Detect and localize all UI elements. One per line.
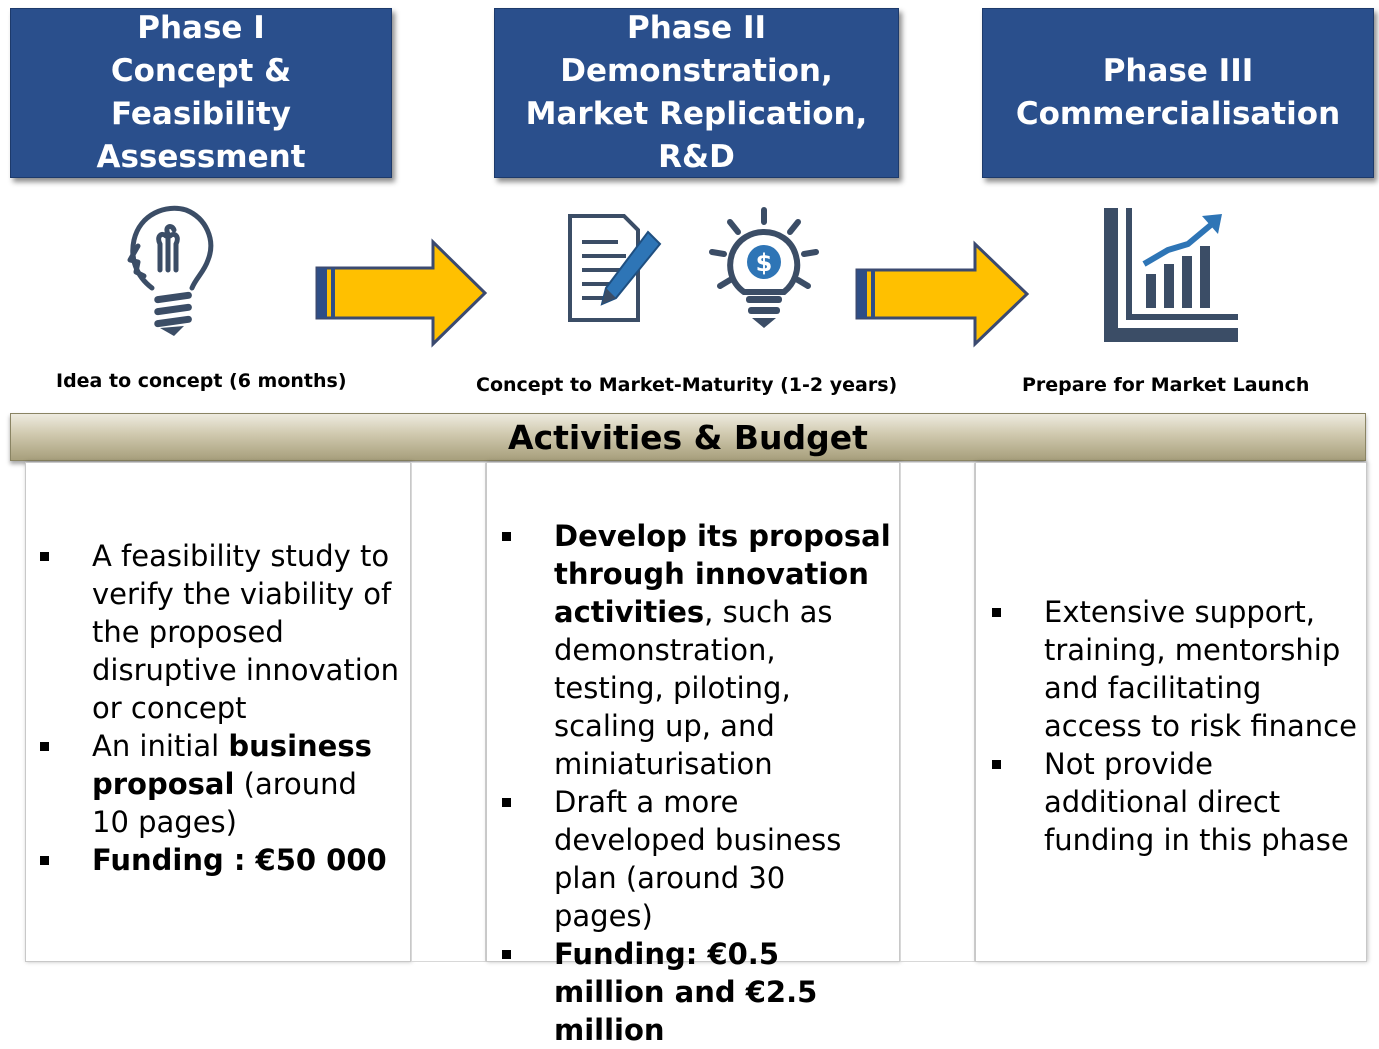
activity-text-bold: Funding : €50 000 (92, 843, 387, 877)
phase-3-header: Phase III Commercialisation (982, 8, 1374, 178)
bullet-square-icon (992, 608, 1001, 617)
activity-item: Funding : €50 000 (40, 841, 400, 879)
phase-title-line: Concept & (110, 53, 292, 89)
phase-2-activity-list: Develop its proposal through innovation … (502, 517, 892, 1049)
activity-text-bold: Develop its proposal through innovation … (554, 519, 891, 629)
column-spacer (411, 462, 486, 962)
right-arrow-icon (855, 240, 1030, 348)
phase-2-activities-panel (486, 462, 900, 962)
activity-text-bold: Funding: €0.5 million and €2.5 million (554, 937, 818, 1047)
phase-title-line: Phase II (626, 10, 767, 46)
svg-text:$: $ (756, 249, 773, 277)
activity-item: Develop its proposal through innovation … (502, 517, 892, 783)
document-pen-icon (568, 214, 662, 322)
phase-title-line: Phase III (1102, 53, 1254, 89)
activity-item: An initial business proposal (around 10 … (40, 727, 400, 841)
bullet-square-icon (502, 950, 511, 959)
activity-text: Draft a more developed business plan (ar… (554, 785, 842, 933)
lightbulb-head-icon (127, 205, 214, 336)
phase-title-line: Demonstration, (560, 53, 833, 89)
activity-text: A feasibility study to verify the viabil… (92, 539, 399, 725)
activity-item: A feasibility study to verify the viabil… (40, 537, 400, 727)
phase-title-line: Phase I (137, 10, 265, 46)
activity-item: Not provide additional direct funding in… (992, 745, 1362, 859)
column-spacer (900, 462, 975, 962)
bullet-square-icon (40, 552, 49, 561)
bullet-square-icon (40, 856, 49, 865)
phase-title-line: Assessment (96, 139, 306, 175)
activity-text-bold: business proposal (92, 729, 372, 801)
activity-item: Funding: €0.5 million and €2.5 million (502, 935, 892, 1049)
bullet-square-icon (502, 798, 511, 807)
growth-chart-icon (1104, 208, 1238, 342)
phase-3-activity-list: Extensive support, training, mentorship … (992, 593, 1362, 859)
phase-1-activities-panel (25, 462, 411, 962)
activity-text: An initial (92, 729, 229, 763)
phase-title-line: Market Replication, (525, 96, 868, 132)
activity-text: Extensive support, training, mentorship … (1044, 595, 1357, 743)
right-arrow-icon (315, 238, 488, 348)
phase-title-line: Commercialisation (1015, 96, 1341, 132)
phase-2-caption: Concept to Market-Maturity (1-2 years) (476, 374, 898, 396)
bullet-square-icon (502, 532, 511, 541)
phase-2-header: Phase II Demonstration, Market Replication… (494, 8, 899, 178)
phase-3-activities-panel (975, 462, 1367, 962)
phase-1-caption: Idea to concept (6 months) (56, 370, 347, 392)
activity-text: , such as demonstration, testing, piloti… (554, 595, 833, 781)
bullet-square-icon (40, 742, 49, 751)
phase-1-activity-list: A feasibility study to verify the viabil… (40, 537, 400, 879)
phase-3-caption: Prepare for Market Launch (1022, 374, 1310, 396)
activity-item: Extensive support, training, mentorship … (992, 593, 1362, 745)
activity-item: Draft a more developed business plan (ar… (502, 783, 892, 935)
activity-text: (around 10 pages) (92, 767, 357, 839)
lightbulb-dollar-icon: $ (709, 207, 819, 328)
activities-budget-banner: Activities & Budget (10, 413, 1366, 461)
bullet-square-icon (992, 760, 1001, 769)
activity-text: Not provide additional direct funding in… (1044, 747, 1349, 857)
phase-title-line: Feasibility (110, 96, 292, 132)
phase-title-line: R&D (658, 139, 735, 175)
